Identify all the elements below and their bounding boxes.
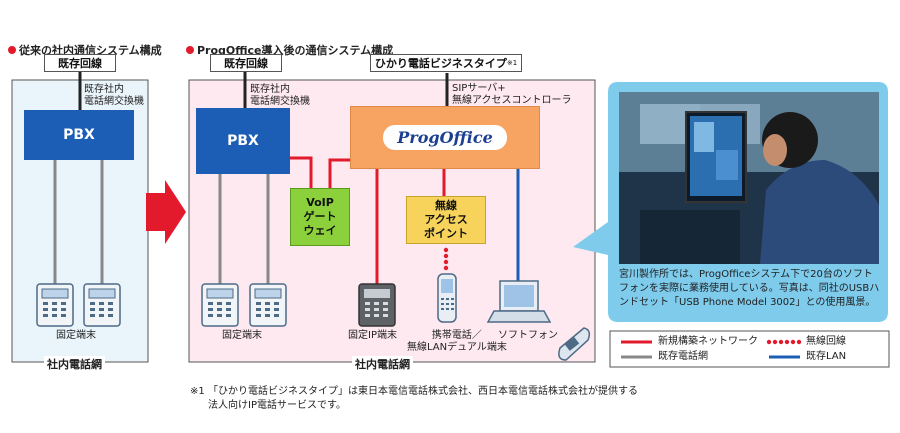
- left-pbx-box: PBX: [24, 110, 134, 160]
- handset-icon: [558, 327, 591, 361]
- footnote-line-2: 法人向けIP電話サービスです。: [208, 400, 346, 411]
- access-point-box: 無線 アクセス ポイント: [406, 196, 486, 244]
- phone-icon: [83, 283, 121, 327]
- mobile-phone-icon: [437, 273, 457, 323]
- legend-box: [609, 330, 890, 368]
- ip-terminal-label: 固定IP端末: [348, 330, 397, 341]
- phone-icon: [36, 283, 74, 327]
- footnote-mark: ※1: [190, 386, 205, 397]
- right-terminal-label: 固定端末: [222, 330, 262, 341]
- left-existing-line-box: 既存回線: [44, 54, 116, 72]
- left-network-label: 社内電話網: [44, 356, 105, 372]
- ip-phone-icon: [358, 283, 396, 327]
- right-pbx-box: PBX: [196, 108, 290, 174]
- voip-gateway-box: VoIP ゲート ウェイ: [290, 188, 350, 246]
- transition-arrow: [146, 180, 186, 244]
- bullet-icon: [8, 46, 16, 54]
- laptop-icon: [486, 280, 552, 323]
- right-existing-line-box: 既存回線: [210, 54, 282, 72]
- legend-new-network: 新規構築ネットワーク: [658, 336, 758, 347]
- right-network-label: 社内電話網: [352, 356, 413, 372]
- legend-existing-lan: 既存LAN: [806, 351, 847, 362]
- legend-existing-phone: 既存電話網: [658, 351, 708, 362]
- legend-wireless: 無線回線: [806, 336, 846, 347]
- sip-server-label: SIPサーバ+ 無線アクセスコントローラ: [452, 83, 572, 106]
- footnote-line-1: 「ひかり電話ビジネスタイプ」は東日本電信電話株式会社、西日本電信電話株式会社が提…: [208, 386, 638, 397]
- left-exchange-label: 既存社内 電話網交換機: [84, 84, 144, 107]
- bullet-icon: [186, 46, 194, 54]
- hikari-line-box: ひかり電話ビジネスタイプ※1: [370, 54, 522, 72]
- left-terminal-label: 固定端末: [56, 330, 96, 341]
- softphone-label: ソフトフォン: [498, 330, 558, 341]
- phone-icon: [249, 283, 287, 327]
- left-title: 従来の社内通信システム構成: [8, 42, 162, 58]
- photo-caption: 宮川製作所では、ProgOfficeシステム下で20台のソフトフォンを実際に業務…: [619, 269, 880, 308]
- right-exchange-label: 既存社内 電話網交換機: [250, 84, 310, 107]
- phone-icon: [201, 283, 239, 327]
- right-title: ProgOffice導入後の通信システム構成: [186, 42, 393, 58]
- progoffice-box: ProgOffice: [350, 106, 540, 169]
- progoffice-logo: ProgOffice: [383, 125, 507, 150]
- mobile-label: 携帯電話／ 無線LANデュアル端末: [407, 330, 507, 353]
